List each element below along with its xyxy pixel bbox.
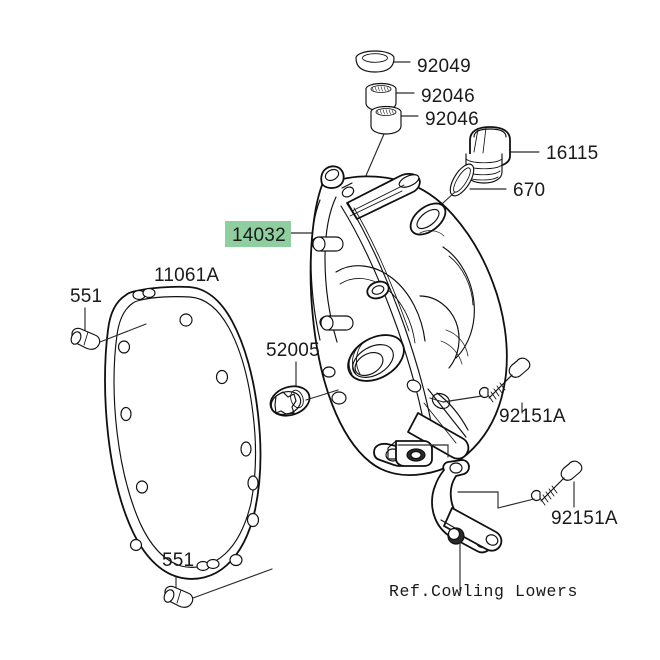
label-551-upper[interactable]: 551 (70, 286, 102, 307)
part-16115-cap-plug (465, 126, 511, 184)
part-92151A-bolt-lower (530, 460, 583, 506)
label-14032[interactable]: 14032 (232, 225, 286, 246)
part-92151A-bolt-upper (478, 357, 531, 403)
part-92046-bushing-lower (370, 105, 402, 135)
part-52005-oil-gauge (269, 385, 311, 417)
label-551-lower[interactable]: 551 (162, 550, 194, 571)
gasket-bolt-holes (117, 287, 260, 572)
label-92151A-upper[interactable]: 92151A (499, 406, 566, 427)
part-labels: 92049 92046 92046 16115 670 14032 11061A… (70, 56, 618, 571)
part-14032-clutch-cover (309, 165, 508, 476)
part-551-dowel-pin-lower (163, 585, 194, 608)
part-cowling-lower-bracket (387, 440, 503, 554)
bracket-connectors (397, 397, 499, 591)
label-92049[interactable]: 92049 (417, 56, 471, 77)
label-92046-upper[interactable]: 92046 (421, 86, 475, 107)
reference-cowling-lowers-label[interactable]: Ref.Cowling Lowers (389, 582, 578, 601)
label-670[interactable]: 670 (513, 180, 545, 201)
label-11061A[interactable]: 11061A (154, 265, 219, 286)
part-551-dowel-pin-upper (70, 327, 101, 350)
label-52005[interactable]: 52005 (266, 340, 320, 361)
highlight-box-14032 (225, 221, 291, 247)
label-92046-lower[interactable]: 92046 (425, 109, 479, 130)
part-92049-oil-seal (355, 50, 395, 73)
label-92151A-lower[interactable]: 92151A (551, 508, 618, 529)
label-16115[interactable]: 16115 (546, 143, 598, 164)
part-11061A-gasket (104, 285, 262, 580)
